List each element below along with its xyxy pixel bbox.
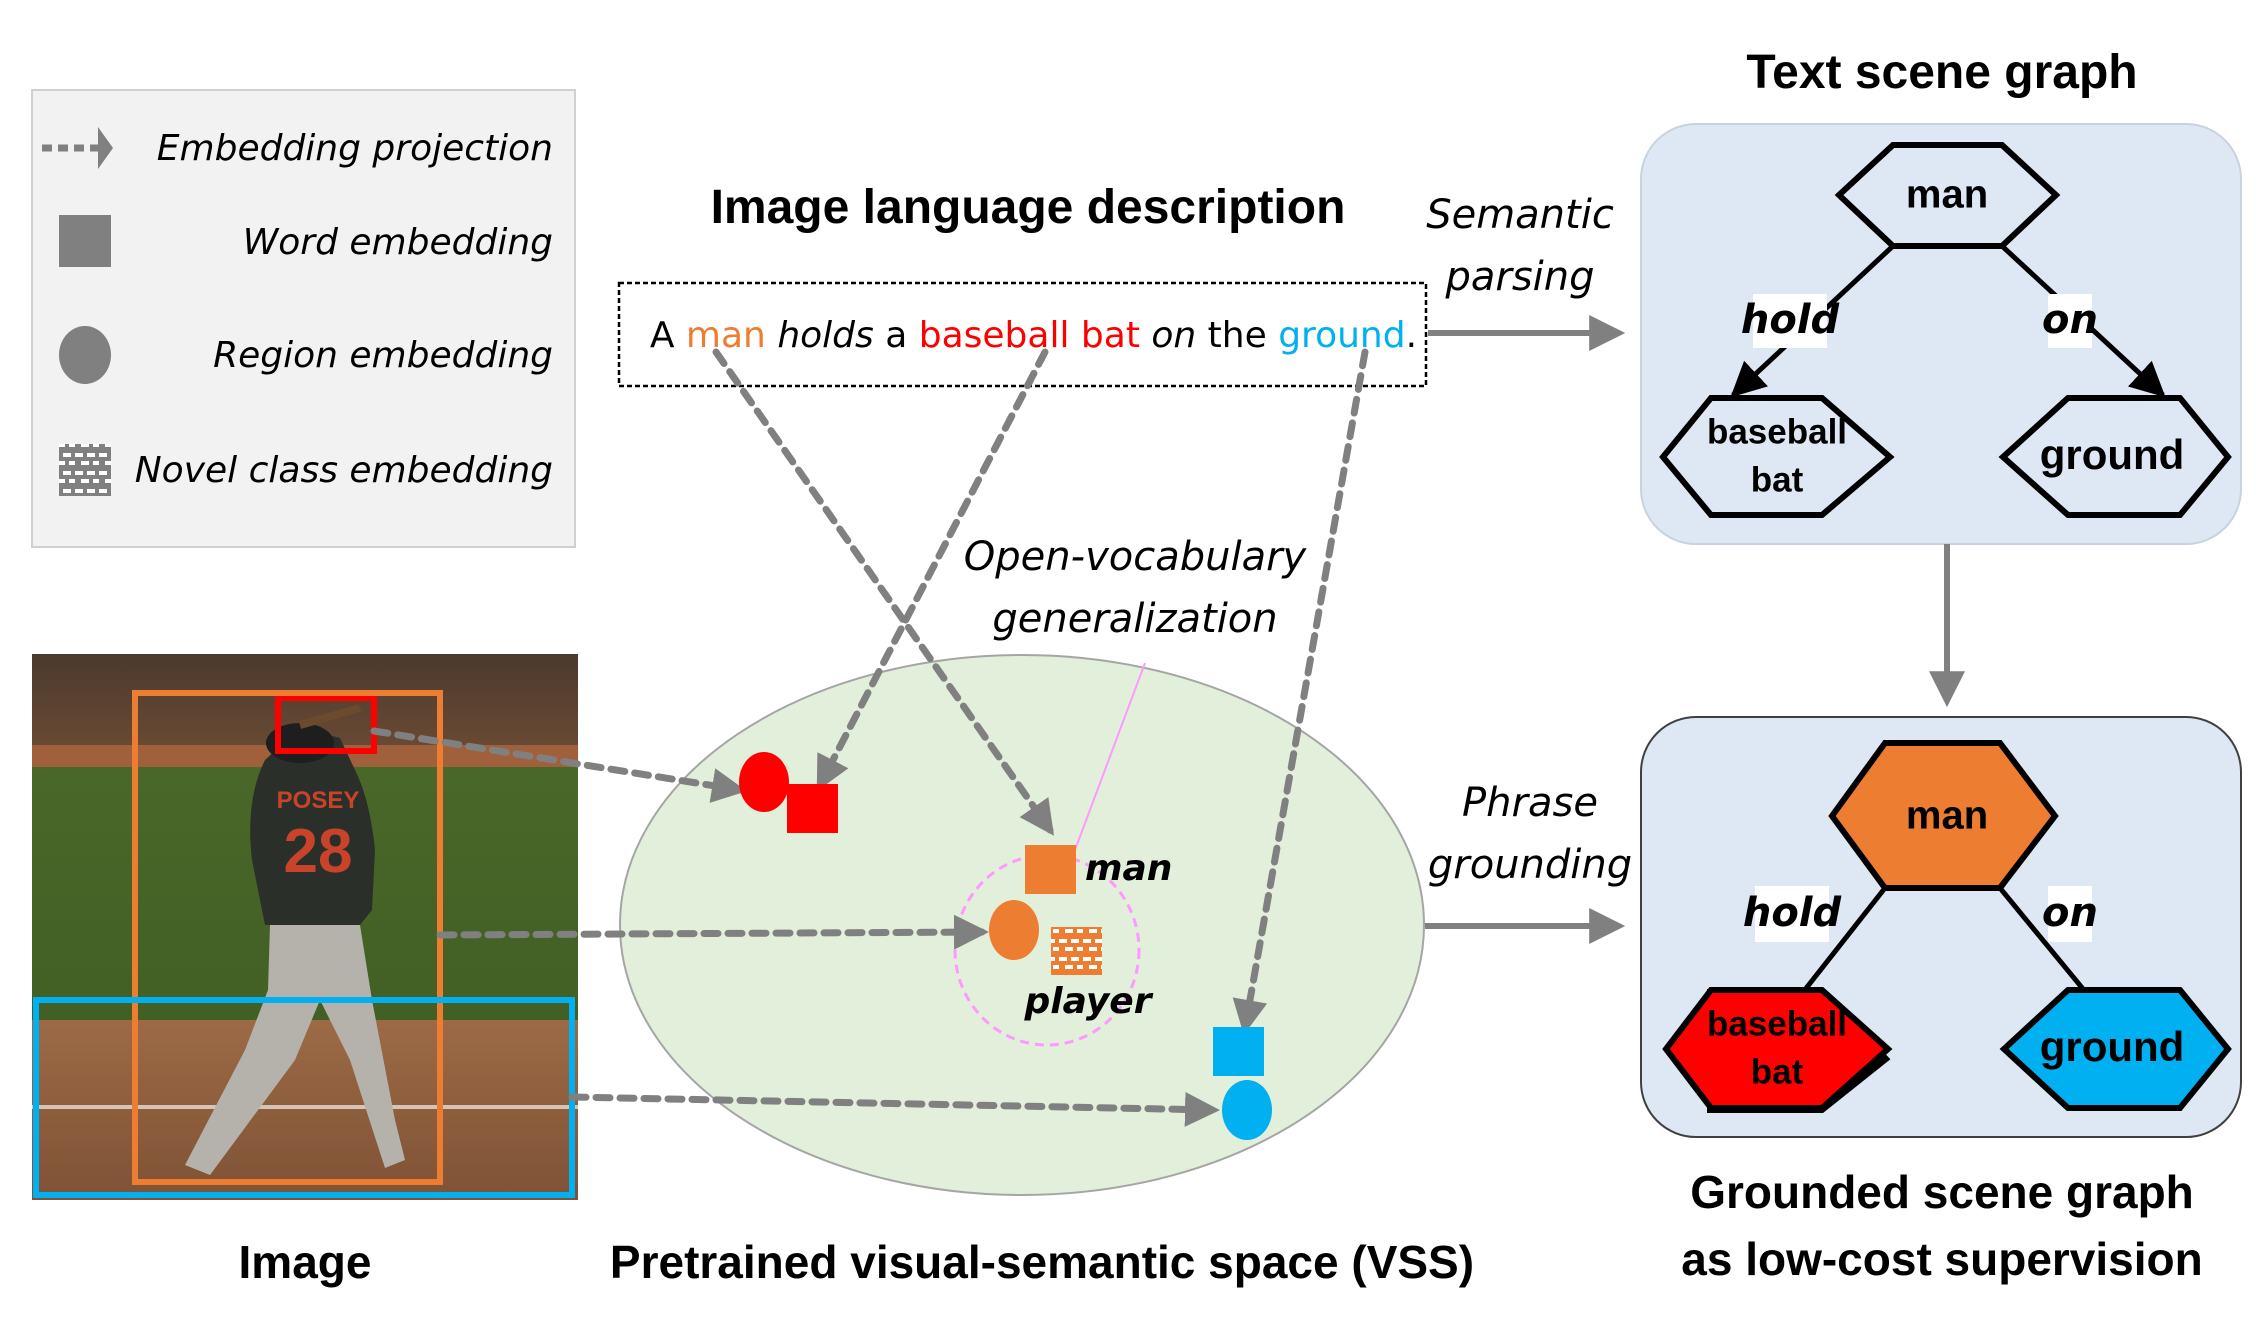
- node-bat-label-line1: baseball: [1707, 412, 1847, 451]
- projection-bat-region: [370, 727, 747, 803]
- projection-arrows: [370, 348, 1369, 1127]
- projection-ground-region: [568, 1091, 1220, 1127]
- legend-label: Embedding projection: [157, 128, 553, 169]
- word-baseball-bat: baseball bat: [919, 315, 1140, 356]
- ground-word-embedding[interactable]: [1213, 1027, 1264, 1076]
- phrase-grounding-label-line1: Phrase: [1462, 780, 1598, 826]
- batter-figure: POSEY 28: [185, 704, 405, 1175]
- baseball-photo: POSEY 28: [32, 654, 578, 1200]
- projection-bat-word: [816, 348, 1049, 792]
- svg-text:28: 28: [284, 817, 353, 886]
- grounded-scene-graph: man baseball bat ground hold on: [1640, 716, 2242, 1138]
- bat-word-embedding[interactable]: [787, 784, 838, 833]
- text-scene-graph: man baseball bat ground hold on: [1640, 123, 2242, 545]
- image-caption: Image: [239, 1236, 372, 1288]
- grounded-node-man[interactable]: [1828, 740, 2059, 891]
- dashed-arrow-icon: [42, 127, 113, 169]
- projection-man-word: [712, 348, 1055, 836]
- vss-caption: Pretrained visual-semantic space (VSS): [610, 1236, 1474, 1288]
- edge-on-label: on: [2042, 297, 2098, 343]
- circle-icon: [59, 326, 111, 384]
- legend-label: Word embedding: [243, 222, 553, 263]
- player-novel-embedding[interactable]: [1051, 927, 1102, 975]
- player-embedding-label: player: [1024, 981, 1154, 1022]
- man-region-embedding[interactable]: [989, 900, 1039, 960]
- square-icon: [59, 215, 111, 267]
- legend-item-word: Word embedding: [59, 215, 553, 267]
- ground-region-embedding[interactable]: [1222, 1080, 1272, 1140]
- text-scene-graph-title: Text scene graph: [1746, 46, 2137, 99]
- legend-item-novel: Novel class embedding: [59, 444, 553, 496]
- projection-ground-word: [1232, 348, 1369, 1035]
- semantic-parsing-label-line1: Semantic: [1426, 192, 1614, 238]
- grounded-edge-hold-label: hold: [1743, 890, 1842, 936]
- grounded-title-line2: as low-cost supervision: [1681, 1233, 2202, 1285]
- svg-text:POSEY: POSEY: [277, 787, 360, 814]
- man-word-embedding[interactable]: [1025, 845, 1076, 894]
- legend-item-projection: Embedding projection: [42, 127, 553, 169]
- legend-label: Region embedding: [213, 335, 553, 376]
- open-vocab-label-line2: generalization: [992, 596, 1277, 642]
- grounded-node-ground-label: ground: [2040, 1023, 2185, 1070]
- description-title: Image language description: [711, 181, 1346, 234]
- legend: Embedding projection Word embedding Regi…: [31, 89, 576, 548]
- legend-label: Novel class embedding: [135, 450, 553, 491]
- open-vocab-label-line1: Open-vocabulary: [964, 534, 1308, 580]
- description-box: [617, 281, 1428, 388]
- grounded-title-line1: Grounded scene graph: [1690, 1166, 2194, 1218]
- phrase-grounding-label-line2: grounding: [1428, 842, 1632, 888]
- word-man: man: [686, 315, 766, 356]
- embeddings: man player: [739, 752, 1272, 1140]
- bat-bounding-box[interactable]: [275, 695, 377, 754]
- node-ground-label: ground: [2040, 431, 2185, 478]
- word-on: on: [1151, 315, 1196, 356]
- word-ground: ground: [1278, 315, 1405, 356]
- grounded-node-ground[interactable]: [1999, 987, 2232, 1111]
- grounded-node-man-label: man: [1906, 794, 1988, 838]
- projection-man-region: [436, 914, 989, 950]
- node-man-label: man: [1906, 173, 1988, 217]
- grounded-node-bat-label-line1: baseball: [1707, 1004, 1847, 1043]
- patterned-square-icon: [59, 444, 111, 496]
- edge-hold-label: hold: [1741, 297, 1840, 343]
- node-bat-label-line2: bat: [1751, 460, 1804, 499]
- word-holds: holds: [777, 315, 873, 356]
- man-embedding-label: man: [1085, 848, 1172, 889]
- open-vocab-pointer: [1071, 662, 1146, 859]
- grounded-edge-on-label: on: [2042, 890, 2098, 936]
- legend-box: [31, 89, 576, 548]
- word-a: A: [650, 315, 686, 356]
- node-ground[interactable]: [1998, 395, 2232, 518]
- node-baseball-bat[interactable]: [1659, 395, 1895, 518]
- node-man[interactable]: [1834, 142, 2061, 249]
- grounded-node-bat-label-line2: bat: [1751, 1052, 1804, 1091]
- grounded-node-baseball-bat[interactable]: [1662, 987, 1893, 1111]
- legend-item-region: Region embedding: [59, 326, 553, 384]
- semantic-parsing-label-line2: parsing: [1444, 254, 1594, 300]
- description-sentence: A man holds a baseball bat on the ground…: [593, 315, 1452, 356]
- bat-region-embedding[interactable]: [739, 752, 789, 812]
